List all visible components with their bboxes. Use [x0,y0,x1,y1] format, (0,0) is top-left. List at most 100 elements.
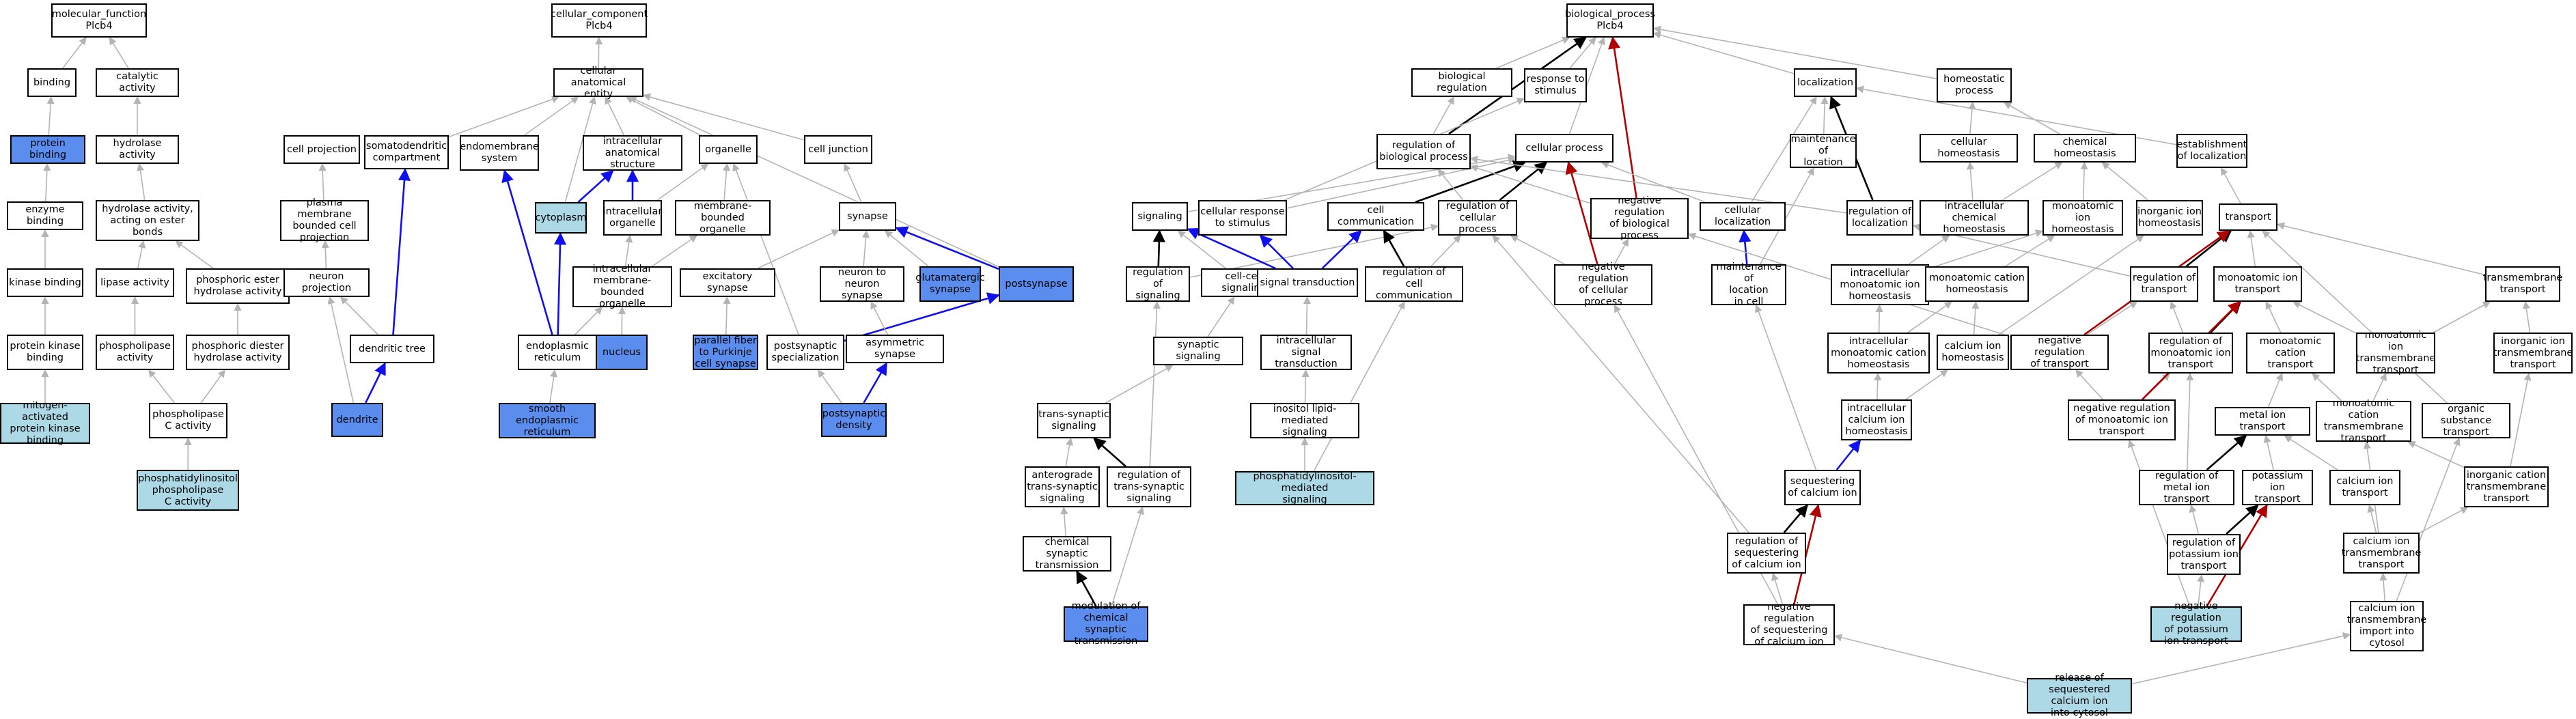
edge-intrachem-to-chemhomeo [2002,162,2063,201]
edge-metaliontrans-to-monocattrans [2267,372,2284,408]
go-term-imbo: intracellular membrane-bounded organelle [572,264,672,309]
go-term-organelle: organelle [699,135,758,164]
edge-negregcell-to-negregbio [1614,238,1629,265]
edge-intramonocat-to-intramono [1875,304,1883,333]
go-term-inorgion: inorganic ion homeostasis [2136,200,2203,236]
edge-chemhomeo-to-homeoproc [2004,102,2060,135]
edge-cytoplasm-to-ias [577,169,614,203]
go-term-gluta: glutamatergic synapse [915,266,985,302]
go-term-regcellcomm: regulation of cell communication [1365,266,1463,302]
edge-intraorg-to-organelle [656,163,709,201]
edge-ktrans-to-metaliontrans [2263,434,2274,470]
edge-intramono-to-intrachem [1908,235,1950,265]
edge-bioreg-to-bp [1495,36,1570,69]
edge-membbound-to-organelle [722,163,731,201]
edge-caionhomeo-to-monocat [1971,300,1980,335]
go-term-enzbind: enzyme binding [7,201,83,230]
go-term-intrasig: intracellular signal transduction [1260,335,1352,370]
go-term-modchem: modulation of chemical synaptic transmis… [1064,601,1148,647]
edge-pss-to-postsyn [844,292,1000,342]
edge-catmimport-to-catm [2379,572,2387,602]
edge-excsyn-to-synapse [758,229,840,269]
go-term-transport: transport [2219,203,2277,231]
go-term-regtranssyn: regulation of trans-synaptic signaling [1107,466,1191,507]
go-term-phosester: phosphoric ester hydrolase activity [186,268,290,304]
edge-chemsyn-to-antero [1060,506,1068,537]
edge-catm-to-inorgcattm [2419,507,2469,534]
go-term-cae: cellular anatomical entity [553,66,643,100]
go-term-catm: calcium ion transmembrane transport [2342,533,2421,574]
edge-intramono-to-monoion [1928,229,2044,270]
go-term-n2n: neuron to neuron synapse [820,266,904,302]
edge-organelle-to-cae [625,96,701,136]
go-term-cellloc: cellular localization [1700,202,1786,231]
edge-homeoproc-to-bp [1652,25,1937,79]
go-term-intracaion: intracellular calcium ion homeostasis [1841,399,1912,440]
edge-pf-to-excsyn [723,296,731,335]
go-term-psd: postsynaptic density [821,403,887,437]
edge-negregbio-to-regbio [1469,165,1591,204]
edge-cellcellsig-to-signaling [1177,230,1226,269]
go-term-excsyn: excitatory synapse [680,268,775,297]
edge-binding-to-mf [62,37,87,69]
go-term-maintloc: maintenance of location [1790,133,1857,168]
edge-cellcomm-to-cellproc [1415,160,1526,203]
go-term-ser: smooth endoplasmic reticulum [499,403,596,438]
edge-plc-to-phospholipase [148,369,175,404]
edge-gluta-to-synapse [884,230,929,267]
edge-sigtrans-to-cellcomm [1321,229,1362,269]
go-term-intrachem: intracellular chemical homeostasis [1920,200,2029,236]
go-term-negregcell: negative regulation of cellular process [1554,262,1652,307]
edge-monoiontrans-to-transport [2247,229,2256,267]
go-term-protbind: protein binding [10,135,85,164]
edge-intramonocat-to-monocat [1907,301,1952,333]
go-term-intramonocat: intracellular monoatomic cation homeosta… [1827,333,1930,373]
go-term-lipase: lipase activity [96,268,174,297]
go-term-estloc: establishment of localization [2176,134,2247,168]
go-term-er: endoplasmic reticulum [518,335,597,370]
edge-monocattrans-to-monoiontrans [2265,300,2282,333]
edge-regmetal-to-metaliontrans [2206,434,2247,470]
edge-sigtrans-to-signaling [1187,227,1276,270]
edge-neuronproj-to-pmbcp [321,240,329,269]
edge-protbind-to-binding [46,96,55,136]
edge-intracaion-to-caionhomeo [1905,369,1948,400]
edge-dendrite-to-neuronproj [327,296,355,404]
edge-transsyn-to-synsig [1105,365,1174,404]
edge-monocat-to-monoion [2005,235,2055,267]
go-term-inorgiontm: inorganic ion transmembrane transport [2493,333,2573,373]
go-term-cellhomeo: cellular homeostasis [1920,134,2018,163]
go-term-monoiontm: monoatomic ion transmembrane transport [2355,330,2436,376]
go-term-cellproc: cellular process [1515,134,1614,163]
edge-cellhomeo-to-homeoproc [1968,101,1976,135]
go-term-intraorg: intracellular organelle [603,200,662,236]
edge-resp-to-bp [1569,37,1596,69]
edge-catrans-to-metaliontrans [2284,435,2338,470]
edge-regtranssyn-to-regsig [1149,300,1161,467]
edge-seqca-to-intracaion [1836,439,1861,470]
edge-n2n-to-synapse [861,229,870,267]
go-term-kinbind: kinase binding [7,268,83,297]
edge-release-to-negregseq [1833,634,2027,683]
edge-orgsubtrans-to-transport [2262,230,2448,404]
edge-ias-to-cae [605,96,625,136]
go-term-regsig: regulation of signaling [1126,266,1190,302]
go-term-resp: response to stimulus [1524,68,1587,102]
go-term-negregtrans: negative regulation of transport [2010,335,2109,370]
go-term-metaliontrans: metal ion transport [2215,407,2310,436]
go-term-membbound: membrane-bounded organelle [675,200,771,236]
go-term-caionhomeo: calcium ion homeostasis [1937,335,2009,370]
edge-negregmono-to-negregtrans [2075,369,2104,400]
edge-endomem-to-cae [524,96,579,136]
go-term-phosdiester: phosphoric diester hydrolase activity [186,335,290,370]
edge-release-to-catmimport [2131,632,2351,685]
edge-regk-to-ktrans [2226,504,2259,535]
go-term-negregbio: negative regulation of biological proces… [1590,195,1689,241]
go-term-somato: somatodendritic compartment [364,135,449,169]
go-term-monoiontrans: monoatomic ion transport [2213,266,2302,302]
edge-antero-to-transsyn [1065,437,1074,467]
go-term-phospholipase: phospholipase activity [96,335,174,370]
edge-phosester-to-hydester [175,240,214,269]
edge-negregk-to-negregmono [2128,439,2191,607]
